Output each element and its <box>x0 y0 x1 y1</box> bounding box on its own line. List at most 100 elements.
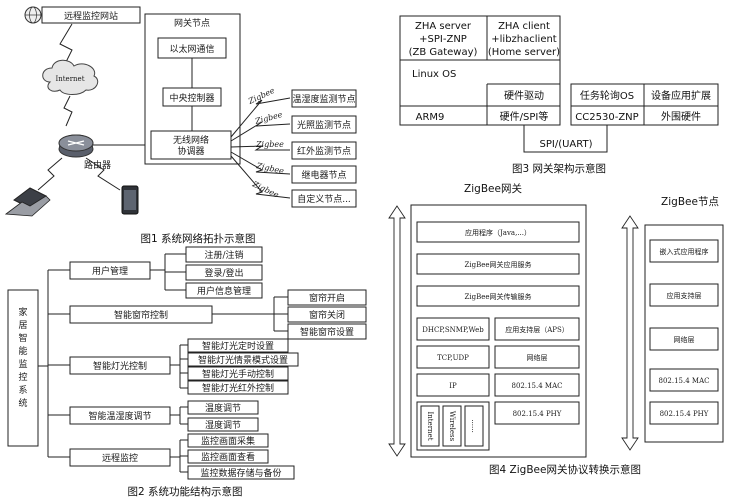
node-label-1: 温湿度监测节点 <box>292 93 355 105</box>
gw-layer-app <box>416 221 580 243</box>
root-box <box>7 289 39 447</box>
figure-2-function-structure: 家 居 智 能 监 控 系 统 用户管理 注册/注销 登录/登出 用户信息管理 … <box>7 246 367 498</box>
app-ext-label: 设备应用扩展 <box>651 89 711 102</box>
gw-right-label-3: 802.15.4 MAC <box>512 382 563 390</box>
gw-right-network <box>494 345 580 369</box>
spi-label: SPI/(UART) <box>540 139 593 150</box>
gw-left-ip <box>416 373 490 397</box>
leaf-label-3-2: 智能灯光情景模式设置 <box>198 354 288 366</box>
gw-right-label-1: 应用支持层（APS） <box>505 325 569 334</box>
phone-icon <box>121 185 139 215</box>
zigbee-link-4 <box>230 151 291 175</box>
globe-icon <box>24 6 42 24</box>
node-label-4: 继电器节点 <box>301 169 346 181</box>
branch-label-3: 智能灯光控制 <box>93 360 147 372</box>
gw-layer-label-1: 应用程序（Java,...） <box>465 228 531 237</box>
figure-3-caption: 图3 网关架构示意图 <box>512 162 606 175</box>
branch-label-1: 用户管理 <box>92 265 128 277</box>
node-label-3: 红外监测节点 <box>297 145 351 157</box>
leaf-temperature <box>187 400 259 415</box>
zigbee-link-2 <box>230 121 291 142</box>
leaf-label-1-2: 登录/登出 <box>204 267 243 279</box>
node-relay <box>291 165 357 184</box>
gw-right-label-2: 网络层 <box>527 353 548 362</box>
root-char-5: 监 <box>18 358 27 370</box>
node-layer-label-3: 网络层 <box>674 335 695 344</box>
task-os-label: 任务轮询OS <box>580 89 634 102</box>
gw-layer-app-service <box>416 253 580 275</box>
remote-site-label: 远程监控网站 <box>64 10 118 22</box>
phy-label-2: Wireless <box>448 411 456 442</box>
root-char-7: 系 <box>18 385 27 396</box>
gw-layer-label-2: ZigBee网关应用服务 <box>464 260 531 269</box>
cloud-icon: Internet <box>42 59 99 95</box>
branch-label-2: 智能窗帘控制 <box>114 309 168 321</box>
lightning-icon <box>59 23 73 67</box>
zigbee-link-1 <box>230 97 291 138</box>
leaf-label-3-4: 智能灯光红外控制 <box>202 382 274 394</box>
node-stack-title: ZigBee节点 <box>661 196 719 208</box>
node-light <box>291 115 357 134</box>
figure-3-gateway-architecture: ZHA server +SPI-ZNP (ZB Gateway) ZHA cli… <box>399 15 719 175</box>
zha-client-line-2: +libzhaclient <box>491 34 557 45</box>
hw-spi-label: 硬件/SPI等 <box>500 110 549 123</box>
node-double-arrow <box>621 215 639 451</box>
gw-right-label-4: 802.15.4 PHY <box>513 410 562 418</box>
zigbee-label-5: Zigbee <box>250 179 280 199</box>
node-label-5: 自定义节点... <box>297 193 351 205</box>
internet-label: Internet <box>55 75 84 83</box>
leaf-label-4-1: 温度调节 <box>205 402 241 414</box>
leaf-light-scene <box>187 352 299 367</box>
leaf-label-5-3: 监控数据存储与备份 <box>200 467 281 479</box>
leaf-light-infrared <box>187 380 289 395</box>
zha-client-line-3: (Home server) <box>488 47 560 58</box>
branch-label-5: 远程监控 <box>102 452 138 464</box>
leaf-register <box>185 246 263 263</box>
leaf-label-3-3: 智能灯光手动控制 <box>202 368 274 380</box>
gateway-stack-title: ZigBee网关 <box>464 182 522 195</box>
root-char-4: 能 <box>18 345 27 357</box>
leaf-user-info <box>185 282 263 299</box>
gw-right-phy <box>494 401 580 425</box>
root-char-3: 智 <box>18 332 27 344</box>
node-layer-mac <box>649 368 719 392</box>
leaf-monitor-capture <box>187 433 269 448</box>
phy-label-1: Internet <box>426 411 434 440</box>
gw-right-mac <box>494 373 580 397</box>
gw-left-tcp <box>416 345 490 369</box>
linux-os-label: Linux OS <box>412 69 456 80</box>
linux-board <box>399 15 561 126</box>
leaf-label-1-3: 用户信息管理 <box>197 285 251 297</box>
leaf-monitor-storage <box>187 465 295 480</box>
node-layer-label-2: 应用支持层 <box>667 291 702 300</box>
leaf-label-5-1: 监控画面采集 <box>201 435 255 447</box>
node-infrared <box>291 141 357 160</box>
gw-left-label-2: TCP,UDP <box>437 354 469 362</box>
figure-1-caption: 图1 系统网络拓扑示意图 <box>140 232 255 245</box>
root-char-2: 居 <box>18 320 27 331</box>
gw-layer-label-3: ZigBee网关传输服务 <box>464 292 531 301</box>
leaf-humidity <box>187 417 259 432</box>
node-layer-aps <box>649 283 719 307</box>
router-label: 路由器 <box>84 159 111 171</box>
root-char-8: 统 <box>18 397 27 409</box>
node-label-2: 光照监测节点 <box>297 119 351 131</box>
zha-server-line-1: ZHA server <box>415 21 472 32</box>
leaf-label-2-2: 窗帘关闭 <box>309 309 345 321</box>
leaf-label-5-2: 监控画面查看 <box>201 451 255 463</box>
node-layer-phy <box>649 401 719 425</box>
leaf-curtain-setting <box>287 323 367 340</box>
ethernet-label: 以太网通信 <box>169 43 214 55</box>
root-char-1: 家 <box>18 306 27 318</box>
figure-2-caption: 图2 系统功能结构示意图 <box>127 485 242 498</box>
cpu-label: 中央控制器 <box>169 92 214 104</box>
arm9-label: ARM9 <box>416 112 445 123</box>
leaf-login <box>185 264 263 281</box>
gateway-double-arrow <box>388 205 406 457</box>
laptop-icon <box>4 187 51 217</box>
router-laptop-link <box>37 157 63 191</box>
zha-server-line-2: +SPI-ZNP <box>419 34 467 45</box>
internet-router-link <box>63 95 73 127</box>
zigbee-link-3 <box>230 145 290 151</box>
